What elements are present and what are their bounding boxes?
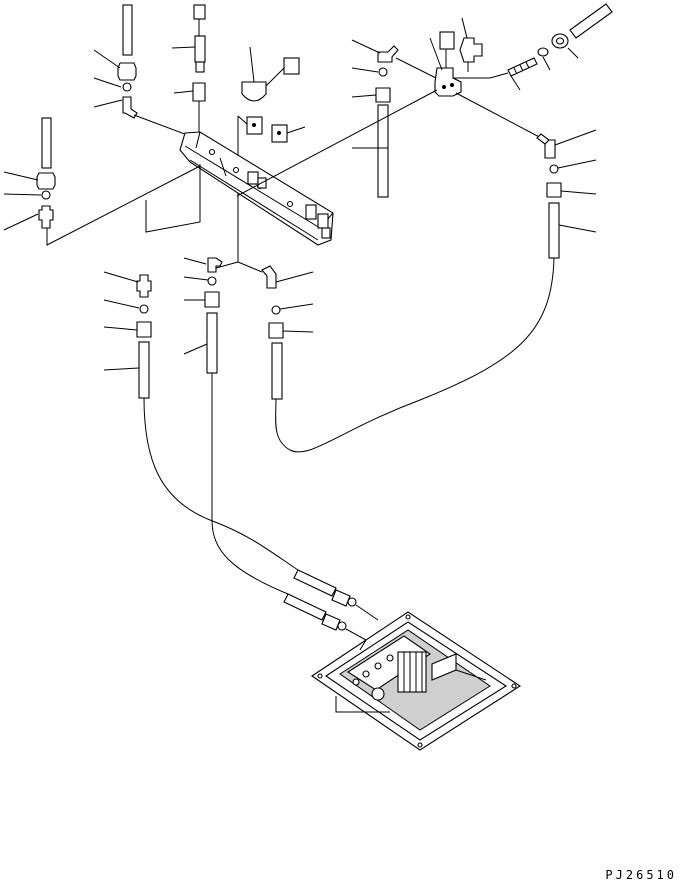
elbow-fitting xyxy=(377,45,399,63)
hose-routes xyxy=(143,257,555,595)
tube-segment xyxy=(138,341,150,399)
tube-segment xyxy=(271,342,283,400)
nut-fitting xyxy=(36,172,56,190)
junction-blocks xyxy=(237,115,306,262)
adapter-fitting xyxy=(192,82,206,102)
nut-fitting xyxy=(117,62,137,81)
mid-center-fitting-stack xyxy=(183,257,239,374)
elbow-fitting xyxy=(544,139,556,159)
tube-segment xyxy=(377,104,389,198)
control-panel-box xyxy=(311,611,522,751)
hose-line xyxy=(275,257,555,453)
hose-line xyxy=(211,373,289,595)
sleeve-fitting xyxy=(139,304,149,314)
hose-ends xyxy=(283,569,379,641)
connector-cap xyxy=(193,4,206,20)
nut-fitting xyxy=(204,291,220,308)
sleeve-fitting xyxy=(378,67,388,77)
switch-body xyxy=(194,35,206,63)
hose-line xyxy=(143,397,299,571)
nut-fitting xyxy=(375,87,391,103)
nut-fitting xyxy=(268,322,284,339)
mid-left-fitting-stack xyxy=(103,271,152,399)
drawing-code: PJ26510 xyxy=(605,868,677,882)
hollow-bolt xyxy=(459,37,483,63)
tube-segment xyxy=(548,202,560,259)
bracket-plate xyxy=(179,131,334,246)
valve-body xyxy=(434,67,462,97)
nut-fitting xyxy=(546,182,562,198)
hose-end-fitting xyxy=(331,589,351,607)
sleeve-fitting xyxy=(537,47,549,57)
nut-fitting xyxy=(136,321,152,338)
pressure-switch-stack xyxy=(171,4,206,140)
upper-left-fitting-stack xyxy=(93,4,191,137)
tube-segment xyxy=(206,312,218,374)
sleeve-fitting xyxy=(207,276,217,286)
manifold-bracket xyxy=(179,131,334,246)
check-valve-inline xyxy=(489,3,613,91)
hose-end xyxy=(283,593,327,621)
right-fitting-stack xyxy=(455,92,597,259)
hose-end xyxy=(293,569,337,597)
solenoid-connector xyxy=(241,46,300,102)
straight-connector xyxy=(136,274,152,298)
hose-end xyxy=(569,3,613,39)
connector-plug xyxy=(283,57,300,75)
elbow-fitting xyxy=(207,257,223,273)
sleeve-fitting xyxy=(549,164,559,174)
tube-segment xyxy=(41,117,52,169)
check-valve-body xyxy=(507,57,538,77)
solenoid-body xyxy=(241,81,267,102)
straight-connector xyxy=(38,205,54,229)
solenoid-valve-assembly xyxy=(236,17,490,197)
upper-right-tube-stack xyxy=(351,39,441,198)
connector-cap xyxy=(439,31,455,50)
elbow-fitting xyxy=(261,265,277,289)
left-fitting-stack xyxy=(3,117,201,246)
sleeve-fitting xyxy=(122,82,132,92)
sleeve-fitting xyxy=(271,305,281,315)
hose-end-fitting xyxy=(321,613,341,631)
sleeve-fitting xyxy=(41,190,51,200)
tube-segment xyxy=(122,4,133,56)
mid-right-fitting-stack xyxy=(237,261,314,400)
switch-threaded-end xyxy=(195,61,205,73)
